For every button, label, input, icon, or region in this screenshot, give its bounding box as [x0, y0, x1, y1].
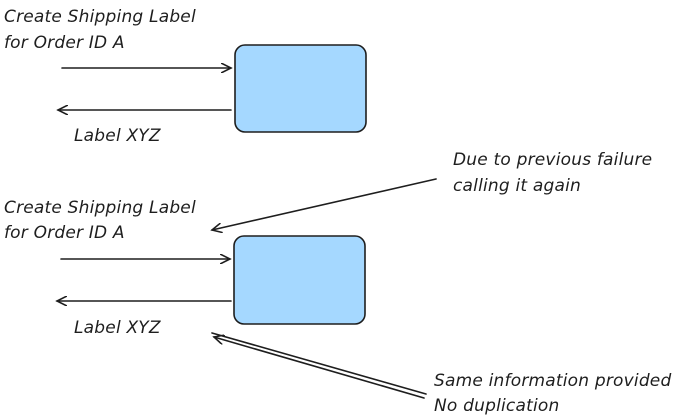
top-request-label-line1: Create Shipping Label	[4, 7, 196, 27]
retry-note-arrow	[212, 178, 437, 230]
top-request-label-line2: for Order ID A	[4, 33, 125, 53]
retry-note-line2: calling it again	[453, 176, 581, 196]
bottom-service-box	[233, 235, 366, 325]
top-response-label: Label XYZ	[74, 126, 161, 146]
bottom-response-label: Label XYZ	[74, 318, 161, 338]
same-info-note-line1: Same information provided	[434, 371, 671, 391]
bottom-request-label-line2: for Order ID A	[4, 223, 125, 243]
bottom-request-label-line1: Create Shipping Label	[4, 198, 196, 218]
retry-note-line1: Due to previous failure	[453, 150, 652, 170]
same-info-note-line2: No duplication	[434, 396, 559, 416]
same-info-note-arrow	[212, 333, 427, 399]
top-service-box	[234, 44, 367, 133]
